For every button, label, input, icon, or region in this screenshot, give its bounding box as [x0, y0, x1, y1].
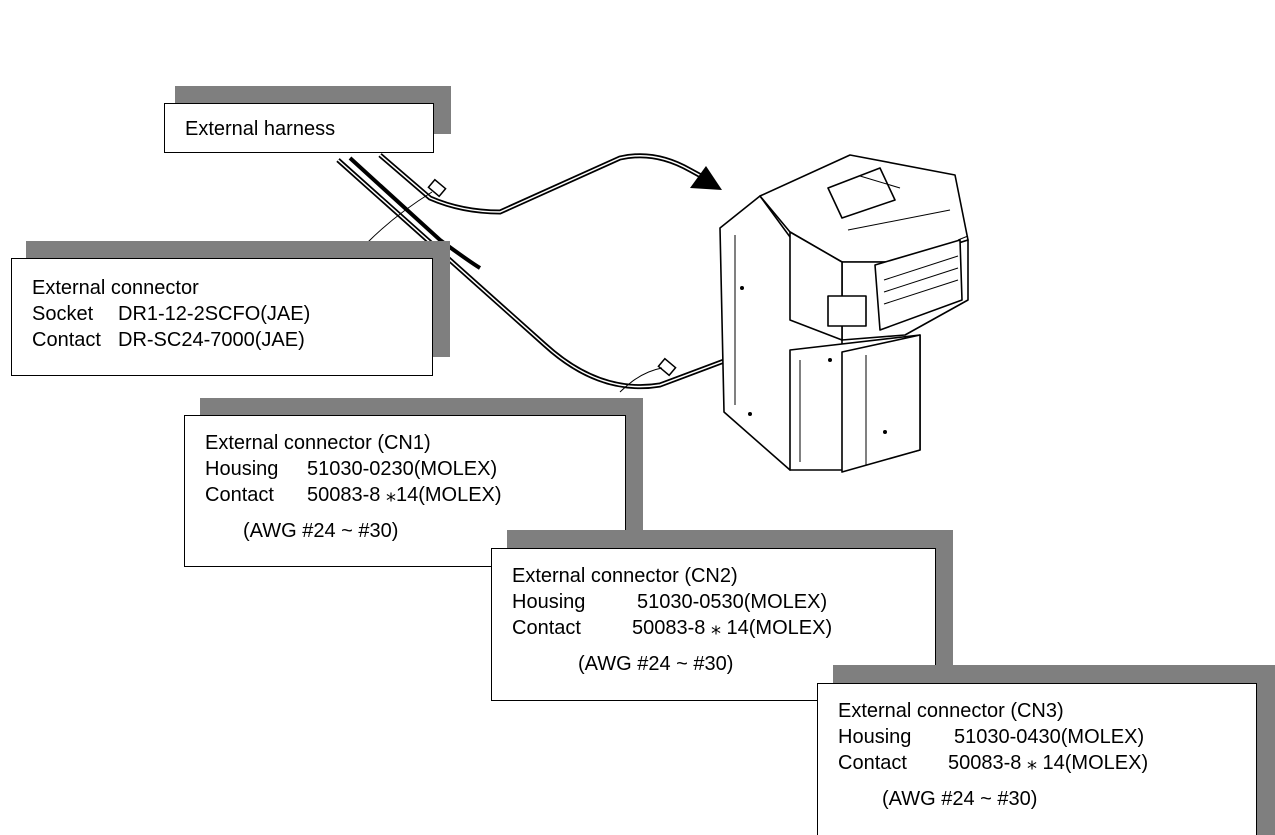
- connector-main-row-value: DR1-12-2SCFO(JAE): [118, 303, 311, 325]
- cn2-row-key: Housing: [512, 591, 586, 613]
- leader-cn1: [619, 367, 663, 393]
- device-details: [734, 175, 969, 465]
- cn1-title: External connector (CN1): [205, 432, 431, 454]
- harness-label: External harness: [185, 118, 336, 140]
- connector-main-box: External connector Socket DR1-12-2SCFO(JA…: [11, 258, 433, 376]
- cn1-row-key: Housing: [205, 458, 279, 480]
- cn2-row: Housing 51030-0530(MOLEX): [512, 589, 935, 615]
- cn1-row-key: Contact: [205, 484, 274, 506]
- cn1-row-value: 51030-0230(MOLEX): [307, 458, 498, 480]
- harness-strand: [348, 156, 482, 270]
- cn3-awg: (AWG #24 ~ #30): [882, 788, 1038, 810]
- plug-cn1: [657, 357, 677, 377]
- cn2-awg: (AWG #24 ~ #30): [578, 653, 734, 675]
- cn3-row: Housing 51030-0430(MOLEX): [838, 724, 1256, 750]
- cn1-row: Housing 51030-0230(MOLEX): [205, 456, 625, 482]
- cn3-row-value: 51030-0430(MOLEX): [954, 726, 1145, 748]
- arrow-head-upper: [690, 166, 722, 190]
- cn3-row-value: 50083-8 ⁎ 14(MOLEX): [948, 752, 1149, 774]
- harness-cable-upper: [378, 153, 714, 215]
- connector-main-row-key: Contact: [32, 329, 101, 351]
- harness-label-box: External harness: [164, 103, 434, 153]
- cn2-row-value: 51030-0530(MOLEX): [637, 591, 828, 613]
- plug-external-connector: [427, 178, 447, 198]
- cn1-box: External connector (CN1) Housing 51030-02…: [184, 415, 626, 567]
- cn3-box: External connector (CN3) Housing 51030-04…: [817, 683, 1257, 835]
- cn3-row-key: Contact: [838, 752, 907, 774]
- cn2-row-key: Contact: [512, 617, 581, 639]
- device-screws: [740, 286, 887, 434]
- cn2-row-value: 50083-8 ⁎ 14(MOLEX): [632, 617, 833, 639]
- cn1-row-value: 50083-8 ⁎14(MOLEX): [307, 484, 502, 506]
- leader-external-connector: [367, 191, 433, 243]
- connector-main-row: Contact DR-SC24-7000(JAE): [32, 327, 432, 353]
- connector-main-row: Socket DR1-12-2SCFO(JAE): [32, 301, 432, 327]
- cn2-row: Contact 50083-8 ⁎ 14(MOLEX): [512, 615, 935, 641]
- cn2-title: External connector (CN2): [512, 565, 738, 587]
- connector-main-title: External connector: [32, 277, 199, 299]
- cn1-awg: (AWG #24 ~ #30): [243, 520, 399, 542]
- cn1-row: Contact 50083-8 ⁎14(MOLEX): [205, 482, 625, 508]
- harness-cable-upper-inner: [379, 154, 713, 213]
- harness-cable-lower-inner: [337, 159, 821, 388]
- connector-main-row-key: Socket: [32, 303, 94, 325]
- connector-main-row-value: DR-SC24-7000(JAE): [118, 329, 305, 351]
- cn3-row-key: Housing: [838, 726, 912, 748]
- cn3-title: External connector (CN3): [838, 700, 1064, 722]
- cn3-row: Contact 50083-8 ⁎ 14(MOLEX): [838, 750, 1256, 776]
- device-unit: [719, 154, 969, 473]
